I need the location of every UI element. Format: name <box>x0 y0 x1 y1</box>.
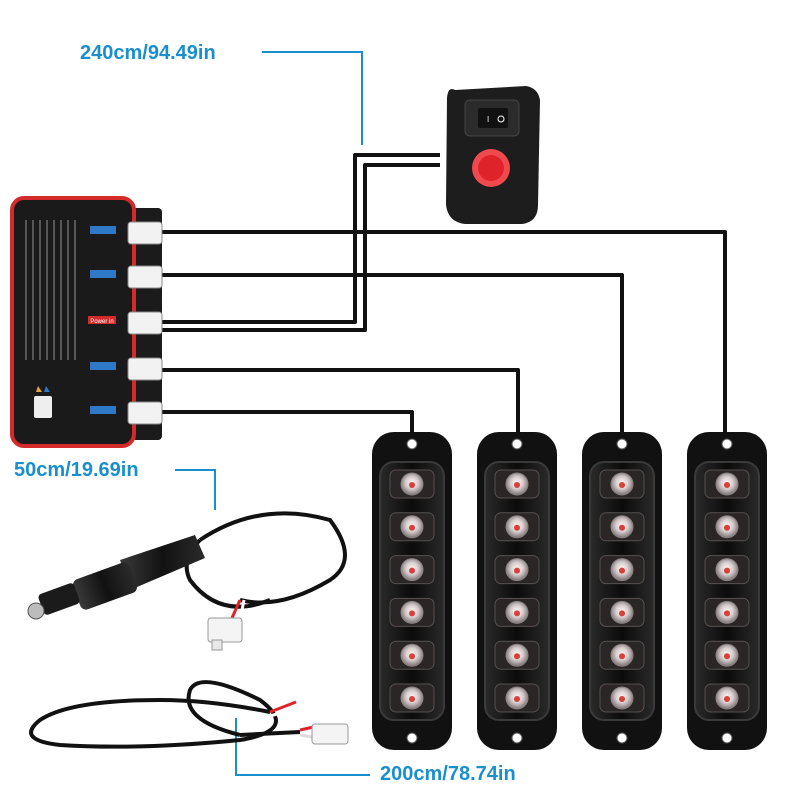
light-bars <box>372 432 767 750</box>
wire-to-bar-2 <box>162 368 520 432</box>
leader-240 <box>262 51 363 145</box>
power-in-label: Power in <box>90 319 113 325</box>
light-bar <box>582 432 662 750</box>
wire-to-bar-3 <box>162 273 624 432</box>
svg-text:I: I <box>487 115 489 124</box>
dimension-leaders <box>175 51 370 776</box>
wire-to-bar-1 <box>162 410 414 432</box>
light-bar <box>477 432 557 750</box>
leader-50 <box>175 469 216 510</box>
control-box-port-tags: Power in <box>88 226 116 414</box>
control-box-icon <box>34 386 52 418</box>
control-box-ports <box>127 221 163 425</box>
wire-power-loop <box>162 163 440 332</box>
lighter-plug-cable <box>27 511 347 651</box>
wire-to-switch <box>162 153 440 324</box>
switch-unit: I <box>446 86 540 224</box>
control-box-fine-print <box>25 220 76 360</box>
wiring <box>162 153 727 432</box>
extension-cable <box>29 680 349 749</box>
wire-to-bar-4 <box>162 230 727 432</box>
bottom-cable-length-label: 200cm/78.74in <box>380 763 516 785</box>
top-cable-length-label: 240cm/94.49in <box>80 42 216 64</box>
light-bar <box>687 432 767 750</box>
middle-cable-length-label: 50cm/19.69in <box>14 459 139 481</box>
light-bar <box>372 432 452 750</box>
control-box: Power in <box>10 196 163 448</box>
leader-200 <box>235 718 370 776</box>
